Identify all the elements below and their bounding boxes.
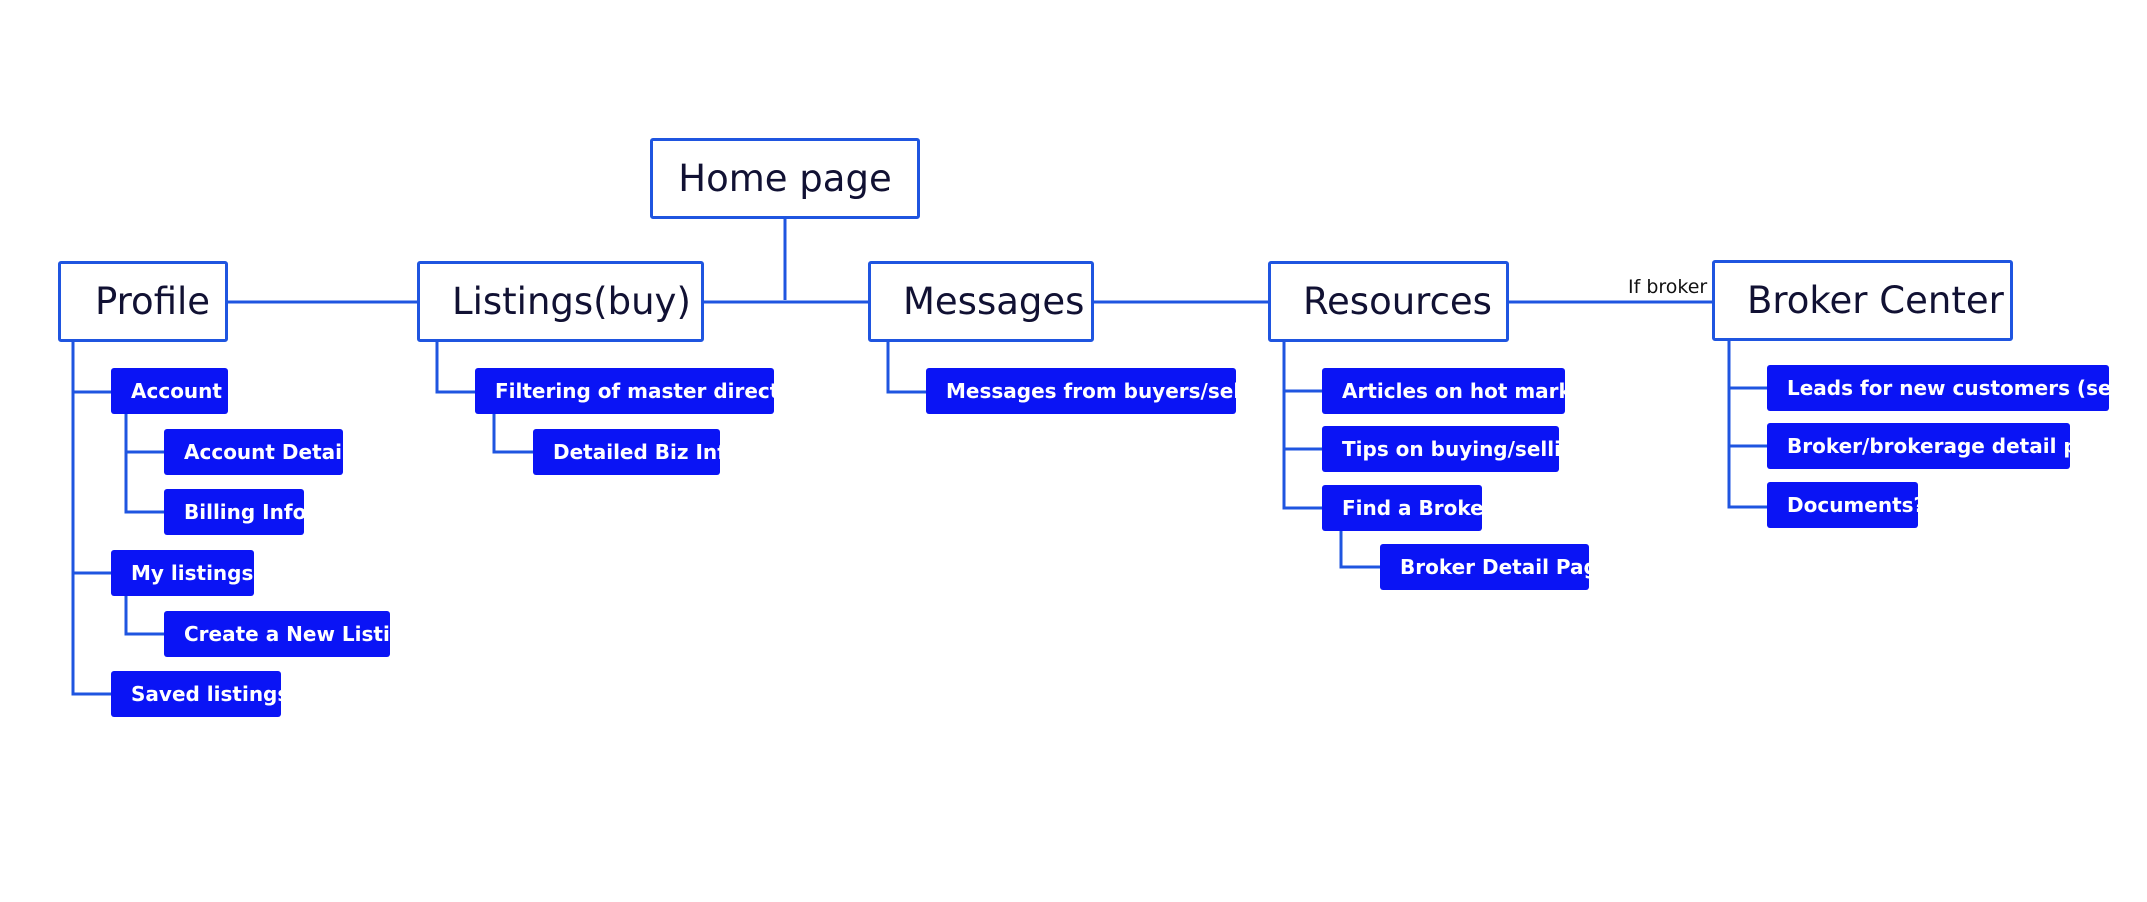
messages-buyers-node: Messages from buyers/sellers bbox=[926, 368, 1282, 414]
create-listing-label: Create a New Listing bbox=[184, 622, 419, 646]
account-details-label: Account Details bbox=[184, 440, 361, 464]
detailed-biz-label: Detailed Biz Info bbox=[553, 440, 740, 464]
saved-listings-node: Saved listings bbox=[111, 671, 289, 717]
resources-label: Resources bbox=[1303, 280, 1492, 323]
connector-filtering bbox=[435, 341, 475, 394]
account-label: Account bbox=[131, 379, 222, 403]
resources-node: Resources bbox=[1268, 261, 1509, 342]
profile-node: Profile bbox=[58, 261, 228, 342]
home-page-node: Home page bbox=[650, 138, 920, 219]
documents-label: Documents? bbox=[1787, 493, 1926, 517]
detailed-biz-node: Detailed Biz Info bbox=[533, 429, 740, 475]
billing-info-node: Billing Info bbox=[164, 489, 307, 535]
profile-label: Profile bbox=[95, 280, 211, 323]
articles-node: Articles on hot markets bbox=[1322, 368, 1606, 414]
connector-account-trunk bbox=[124, 413, 164, 514]
if-broker-label: If broker bbox=[1628, 276, 1708, 298]
connector-messages-buyers bbox=[886, 341, 926, 394]
my-listings-node: My listings bbox=[111, 550, 254, 596]
account-details-node: Account Details bbox=[164, 429, 361, 475]
find-broker-node: Find a Broker bbox=[1322, 485, 1494, 531]
connector-detailed-biz bbox=[492, 413, 533, 454]
articles-label: Articles on hot markets bbox=[1342, 379, 1607, 403]
home-page-label: Home page bbox=[678, 157, 892, 200]
connector-profile-trunk bbox=[71, 341, 111, 696]
connector-resources-trunk bbox=[1282, 341, 1322, 510]
account-node: Account bbox=[111, 368, 228, 414]
broker-center-node: Broker Center bbox=[1712, 260, 2013, 341]
billing-info-label: Billing Info bbox=[184, 500, 307, 524]
connector-broker-detail bbox=[1339, 530, 1380, 569]
connector-broker-trunk bbox=[1727, 341, 1767, 509]
leads-node: Leads for new customers (sellers) bbox=[1767, 365, 2147, 411]
messages-buyers-label: Messages from buyers/sellers bbox=[946, 379, 1283, 403]
brokerage-detail-label: Broker/brokerage detail page bbox=[1787, 434, 2120, 458]
find-broker-label: Find a Broker bbox=[1342, 496, 1494, 520]
connector-create-listing bbox=[124, 595, 164, 636]
messages-label: Messages bbox=[903, 280, 1085, 323]
broker-detail-node: Broker Detail Page bbox=[1380, 544, 1611, 590]
listings-node: Listings(buy) bbox=[417, 261, 704, 342]
create-listing-node: Create a New Listing bbox=[164, 611, 418, 657]
tips-node: Tips on buying/selling bbox=[1322, 426, 1590, 472]
leads-label: Leads for new customers (sellers) bbox=[1787, 376, 2147, 400]
filtering-label: Filtering of master directory bbox=[495, 379, 816, 403]
broker-center-label: Broker Center bbox=[1747, 279, 2004, 322]
broker-detail-label: Broker Detail Page bbox=[1400, 555, 1612, 579]
messages-node: Messages bbox=[868, 261, 1094, 342]
filtering-node: Filtering of master directory bbox=[475, 368, 816, 414]
saved-listings-label: Saved listings bbox=[131, 682, 290, 706]
documents-node: Documents? bbox=[1767, 482, 1925, 528]
brokerage-detail-node: Broker/brokerage detail page bbox=[1767, 423, 2119, 469]
listings-label: Listings(buy) bbox=[452, 280, 691, 323]
my-listings-label: My listings bbox=[131, 561, 254, 585]
tips-label: Tips on buying/selling bbox=[1342, 437, 1590, 461]
